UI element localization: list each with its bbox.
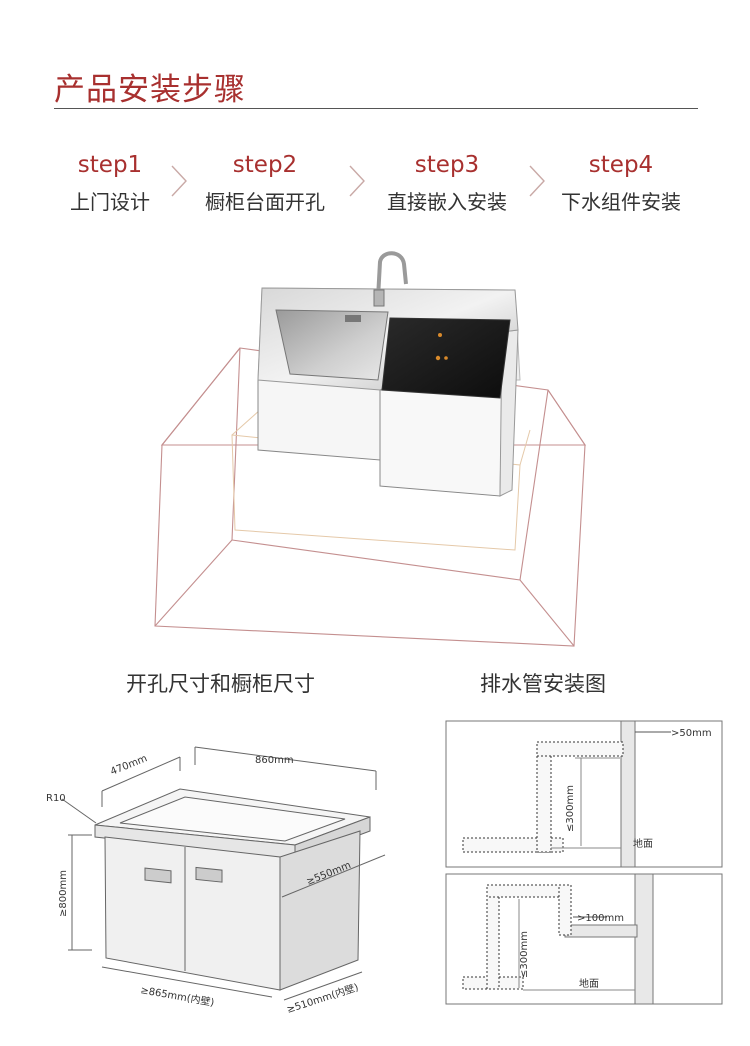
drain-bottom-gap: >100mm xyxy=(577,913,624,924)
sink-body xyxy=(257,251,521,497)
chevron-right-icon xyxy=(349,165,365,197)
step-number: step2 xyxy=(232,152,298,178)
step-number: step1 xyxy=(77,152,143,178)
drain-top-floor: 地面 xyxy=(633,837,653,850)
drain-diagram-bottom: >100mm ≤300mm 地面 xyxy=(445,873,723,1005)
product-illustration xyxy=(154,251,587,647)
cabinet-dimension-diagram: 470mm 860mm R10 ≥800mm ≥550mm ≥865mm(内壁)… xyxy=(46,746,386,1016)
drain-bottom-floor: 地面 xyxy=(579,977,599,990)
step-2: step2 橱柜台面开孔 xyxy=(192,150,338,216)
step-label: 直接嵌入安装 xyxy=(387,190,507,214)
step-label: 下水组件安装 xyxy=(561,190,681,214)
step-3: step3 直接嵌入安装 xyxy=(374,150,520,216)
drain-top-height: ≤300mm xyxy=(565,785,576,832)
dim-radius: R10 xyxy=(46,793,66,804)
drain-top-gap: >50mm xyxy=(671,728,712,739)
drain-bottom-height: ≤300mm xyxy=(519,931,530,978)
drain-section-title: 排水管安装图 xyxy=(480,672,606,696)
step-label: 橱柜台面开孔 xyxy=(205,190,325,214)
step-4: step4 下水组件安装 xyxy=(548,150,694,216)
page-title: 产品安装步骤 xyxy=(54,72,246,108)
cabinet-section-title: 开孔尺寸和橱柜尺寸 xyxy=(126,672,315,696)
step-1: step1 上门设计 xyxy=(62,150,158,216)
chevron-right-icon xyxy=(171,165,187,197)
step-number: step3 xyxy=(414,152,480,178)
step-label: 上门设计 xyxy=(70,190,150,214)
step-bar: step1 上门设计 step2 橱柜台面开孔 step3 直接嵌入安装 ste… xyxy=(0,150,750,220)
dim-depth: 470mm xyxy=(109,753,149,778)
dim-inner-width: ≥865mm(内壁) xyxy=(139,983,215,1009)
dim-height: ≥800mm xyxy=(58,870,69,917)
drain-diagram-top: >50mm ≤300mm 地面 xyxy=(445,720,723,868)
chevron-right-icon xyxy=(529,165,545,197)
dim-width: 860mm xyxy=(255,755,294,766)
step-number: step4 xyxy=(588,152,654,178)
title-rule xyxy=(54,108,698,109)
